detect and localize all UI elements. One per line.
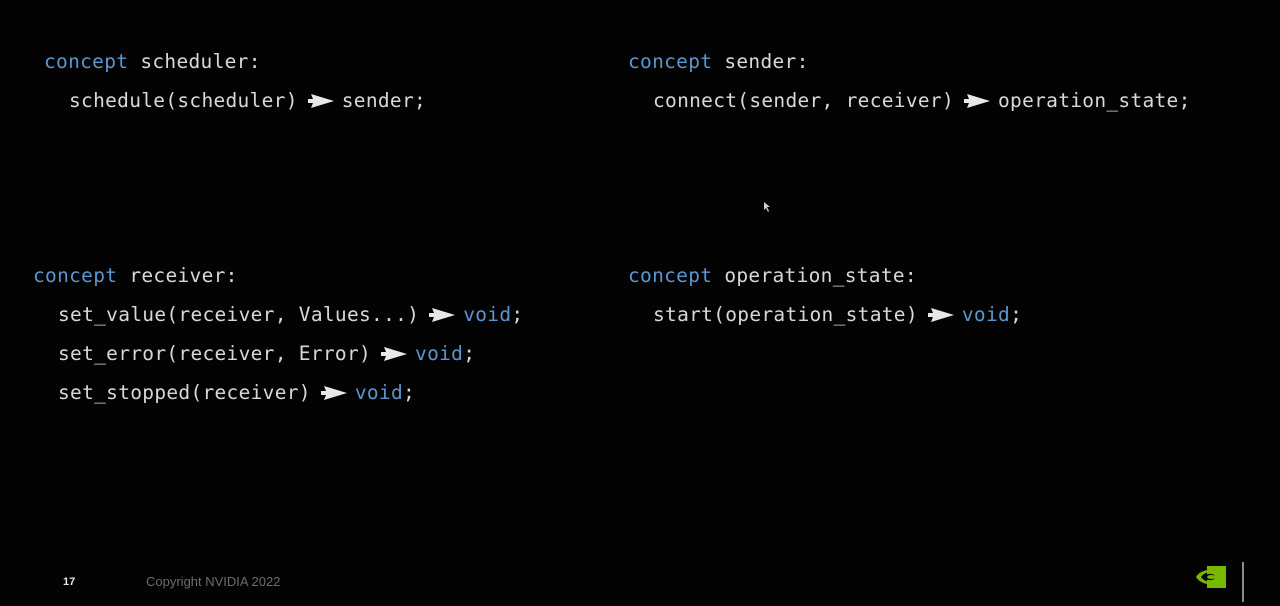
arrow-right-icon	[307, 94, 334, 108]
concept-requirement: set_stopped(receiver) void;	[58, 380, 415, 406]
concept-requirement: start(operation_state) void;	[653, 302, 1022, 328]
arrow-right-icon	[320, 386, 347, 400]
concept-header: concept scheduler:	[44, 49, 261, 75]
concept-requirement: connect(sender, receiver) operation_stat…	[653, 88, 1191, 114]
copyright-text: Copyright NVIDIA 2022	[146, 574, 281, 589]
arrow-right-icon	[381, 347, 408, 361]
signature: set_value(receiver, Values...)	[58, 303, 420, 326]
return-type: void	[463, 303, 512, 326]
semicolon: ;	[511, 303, 524, 326]
return-type: void	[415, 342, 464, 365]
semicolon: ;	[1010, 303, 1023, 326]
concept-header: concept sender:	[628, 49, 809, 75]
concept-keyword: concept	[44, 50, 129, 73]
return-type: void	[961, 303, 1011, 326]
return-type: sender;	[341, 89, 427, 112]
signature: set_error(receiver, Error)	[58, 342, 372, 365]
signature: start(operation_state)	[653, 303, 918, 326]
return-type: void	[354, 381, 404, 404]
concept-requirement: set_error(receiver, Error) void;	[58, 341, 475, 367]
signature: set_stopped(receiver)	[58, 381, 311, 404]
concept-name: scheduler:	[140, 50, 261, 73]
concept-header: concept operation_state:	[628, 263, 917, 289]
arrow-right-icon	[429, 308, 456, 322]
concept-name: sender:	[724, 50, 809, 73]
semicolon: ;	[463, 342, 476, 365]
concept-name: operation_state:	[724, 264, 917, 287]
concept-header: concept receiver:	[33, 263, 238, 289]
mouse-pointer-icon	[764, 202, 770, 212]
arrow-right-icon	[927, 308, 954, 322]
concept-keyword: concept	[628, 50, 713, 73]
semicolon: ;	[403, 381, 416, 404]
concept-requirement: schedule(scheduler) sender;	[69, 88, 426, 114]
signature: connect(sender, receiver)	[653, 89, 954, 112]
concept-requirement: set_value(receiver, Values...) void;	[58, 302, 523, 328]
arrow-right-icon	[964, 94, 990, 108]
signature: schedule(scheduler)	[69, 89, 298, 112]
concept-keyword: concept	[33, 264, 118, 287]
slide-number: 17	[63, 576, 76, 588]
concept-name: receiver:	[129, 264, 238, 287]
return-type: operation_state;	[998, 89, 1191, 112]
concept-keyword: concept	[628, 264, 713, 287]
footer-divider	[1242, 562, 1244, 602]
nvidia-logo-icon	[1196, 566, 1226, 588]
